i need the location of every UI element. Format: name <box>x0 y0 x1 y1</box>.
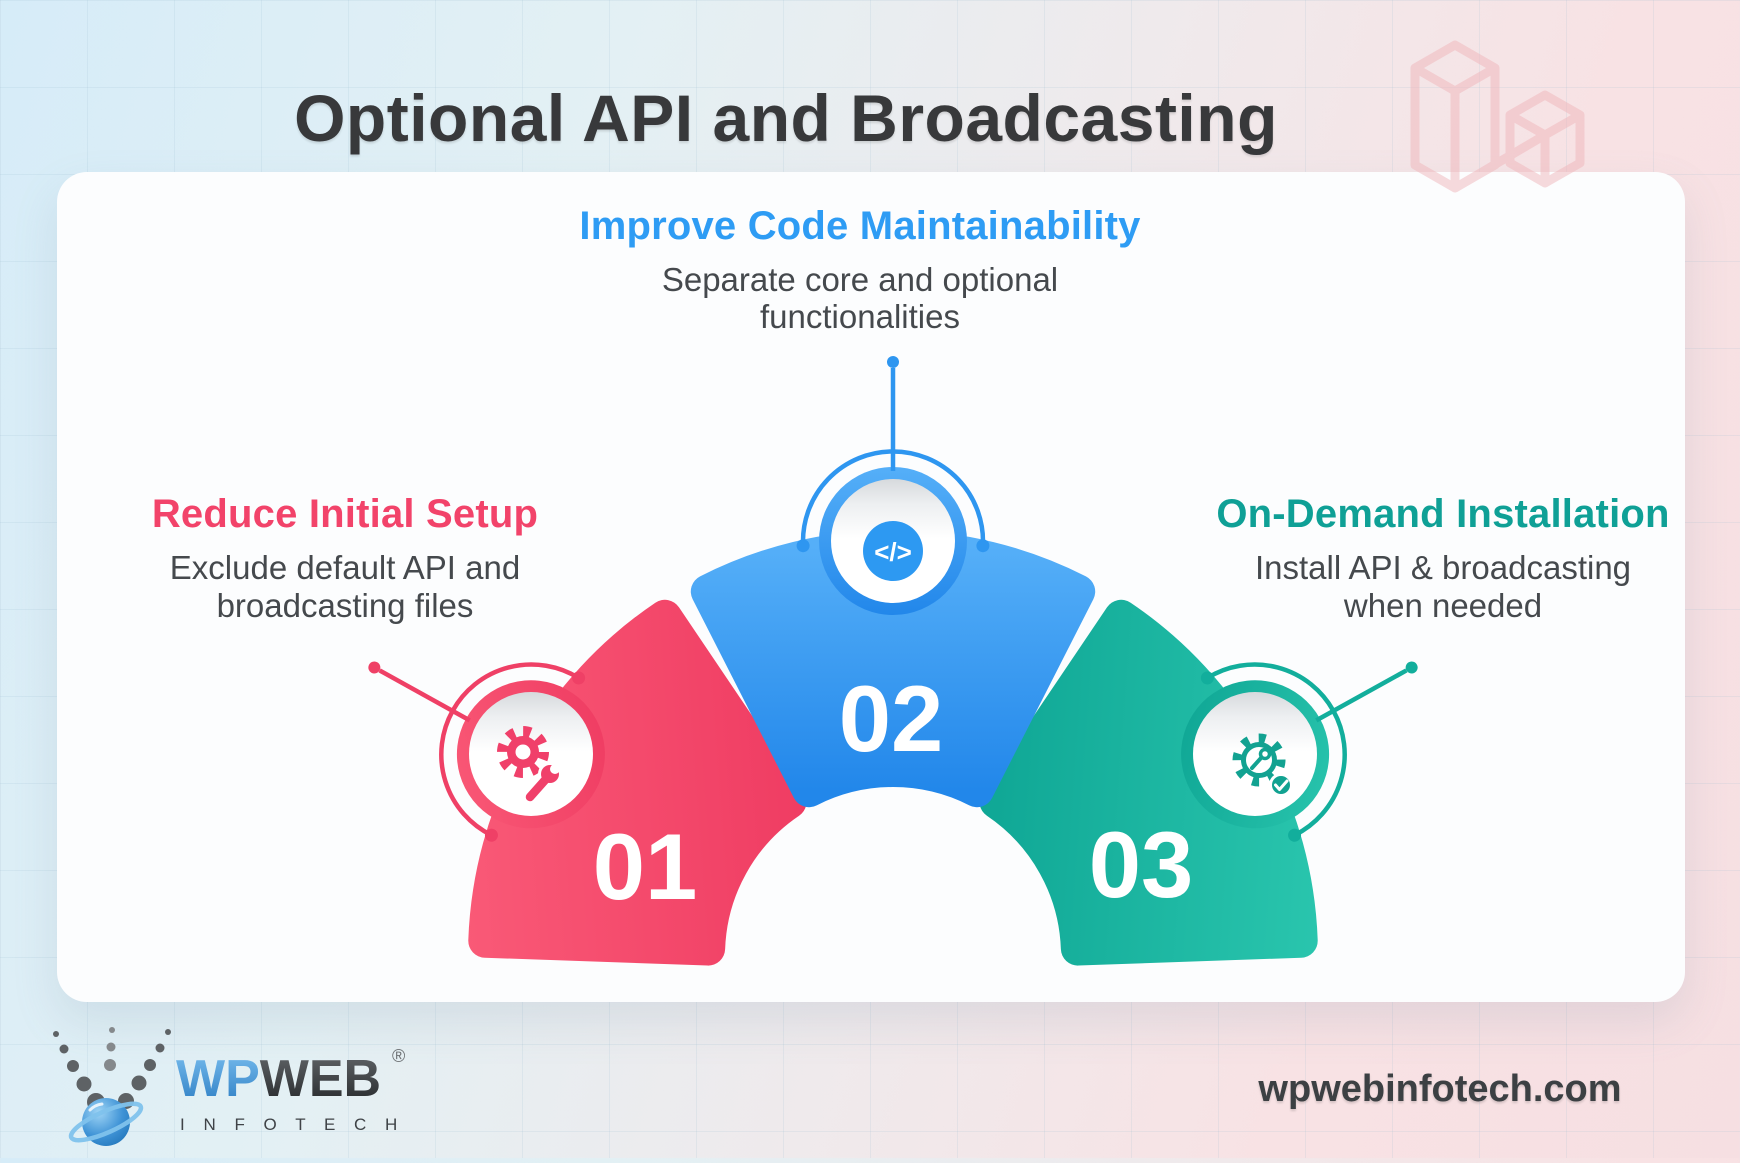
step-3-text-block: On-Demand Installation Install API & bro… <box>1193 492 1693 625</box>
step-1-leader-dot <box>368 661 381 674</box>
step-2-leader-dot <box>887 356 899 368</box>
step-2-heading: Improve Code Maintainability <box>579 204 1141 248</box>
svg-text:</>: </> <box>874 537 912 567</box>
step-3-number: 03 <box>1089 812 1194 917</box>
logo-globe-icon <box>68 1098 144 1146</box>
gear-wrench-icon <box>497 726 562 806</box>
logo-infotech-label: I N F O T E C H <box>180 1115 404 1134</box>
step-1-text-block: Reduce Initial Setup Exclude default API… <box>95 492 595 625</box>
step-3-leader-dot <box>1405 661 1418 674</box>
step-3-description: Install API & broadcasting when needed <box>1254 549 1632 624</box>
step-2-description: Separate core and optional functionaliti… <box>661 261 1059 335</box>
step-2-text-block: Improve Code Maintainability Separate co… <box>560 204 1160 335</box>
website-url: wpwebinfotech.com <box>1258 1068 1622 1110</box>
step-1-heading: Reduce Initial Setup <box>151 492 539 536</box>
step-3-heading: On-Demand Installation <box>1216 492 1670 536</box>
gear-check-icon <box>1232 733 1293 797</box>
step-2-number: 02 <box>839 666 944 771</box>
logo-dots-mark <box>53 1027 171 1111</box>
step-1-number: 01 <box>593 814 698 919</box>
wpweb-logo: WPWEB ® I N F O T E C H <box>40 1018 440 1163</box>
step-1-description: Exclude default API and broadcasting fil… <box>169 549 521 624</box>
logo-registered-mark: ® <box>392 1046 405 1066</box>
page-title: Optional API and Broadcasting <box>294 81 1278 156</box>
code-icon: </> <box>863 521 923 581</box>
logo-wordmark: WPWEB <box>176 1050 381 1108</box>
